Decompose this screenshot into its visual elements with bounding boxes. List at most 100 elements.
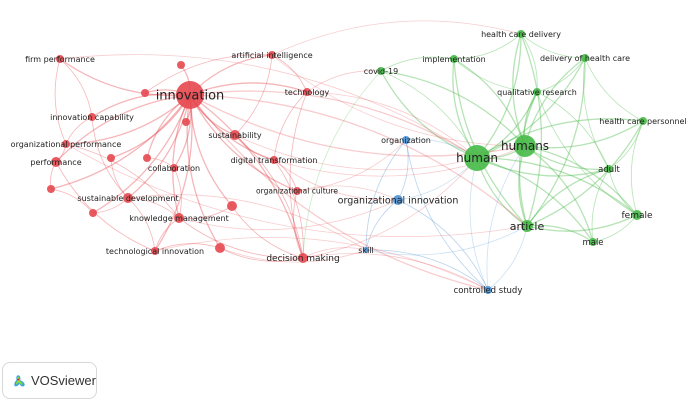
node-label[interactable]: knowledge management xyxy=(129,214,229,223)
node-label[interactable]: female xyxy=(621,211,652,221)
node-label[interactable]: qualitative research xyxy=(497,88,577,97)
node[interactable] xyxy=(176,81,204,109)
node-label[interactable]: implementation xyxy=(422,55,485,64)
node[interactable] xyxy=(393,195,403,205)
node-label[interactable]: skill xyxy=(358,246,373,255)
node[interactable] xyxy=(123,193,133,203)
node[interactable] xyxy=(88,113,96,121)
node[interactable] xyxy=(581,54,589,62)
node-label[interactable]: article xyxy=(510,220,545,233)
node[interactable] xyxy=(51,157,61,167)
edge xyxy=(234,134,304,259)
node[interactable] xyxy=(174,213,184,223)
vosviewer-logo[interactable]: VOSviewer xyxy=(2,362,97,399)
node-label[interactable]: male xyxy=(582,238,603,248)
node-label[interactable]: health care delivery xyxy=(481,30,561,39)
node[interactable] xyxy=(215,243,225,253)
node-label[interactable]: collaboration xyxy=(148,164,200,173)
edge xyxy=(55,94,191,163)
node-label[interactable]: decision making xyxy=(266,254,339,264)
node-label[interactable]: organizational performance xyxy=(11,140,122,149)
edge xyxy=(154,243,221,252)
node[interactable] xyxy=(303,88,311,96)
edge xyxy=(526,120,644,227)
edge xyxy=(65,94,191,145)
node-label[interactable]: organization xyxy=(381,136,431,145)
node[interactable] xyxy=(605,165,613,173)
node[interactable] xyxy=(298,253,308,263)
edge xyxy=(234,54,273,136)
edge xyxy=(231,205,304,259)
edge xyxy=(306,70,382,93)
node[interactable] xyxy=(533,88,541,96)
node[interactable] xyxy=(62,140,70,148)
label-layer: firm performance artificial intelligence i… xyxy=(11,30,687,296)
edge xyxy=(273,91,308,161)
node[interactable] xyxy=(143,154,151,162)
edge xyxy=(380,56,455,72)
node-label[interactable]: covid-19 xyxy=(364,67,398,76)
node[interactable] xyxy=(89,209,97,217)
node[interactable] xyxy=(521,220,533,232)
edge xyxy=(273,145,526,177)
node[interactable] xyxy=(268,51,276,59)
node[interactable] xyxy=(177,61,185,69)
edge xyxy=(59,58,93,118)
node[interactable] xyxy=(293,187,301,195)
node[interactable] xyxy=(377,67,385,75)
node[interactable] xyxy=(227,201,237,211)
node[interactable] xyxy=(639,117,647,125)
node[interactable] xyxy=(514,135,536,157)
node-label[interactable]: humans xyxy=(501,139,549,153)
node[interactable] xyxy=(270,156,278,164)
edge xyxy=(302,247,367,259)
node[interactable] xyxy=(170,164,178,172)
edge xyxy=(591,168,610,243)
edge xyxy=(524,57,586,147)
node-label[interactable]: performance xyxy=(30,158,81,167)
node-label[interactable]: innovation capability xyxy=(50,113,134,122)
node[interactable] xyxy=(363,247,369,253)
node[interactable] xyxy=(56,55,64,63)
edge xyxy=(536,57,586,93)
node-label[interactable]: sustainable development xyxy=(77,194,178,203)
node-label[interactable]: sustainability xyxy=(208,131,262,140)
node-label[interactable]: controlled study xyxy=(454,286,523,296)
node[interactable] xyxy=(450,55,458,63)
node-label[interactable]: artificial intelligence xyxy=(231,51,312,60)
edge xyxy=(65,143,528,238)
node[interactable] xyxy=(464,145,490,171)
edge xyxy=(178,199,399,231)
node[interactable] xyxy=(151,247,159,255)
node[interactable] xyxy=(230,130,240,140)
edge xyxy=(520,33,538,93)
edge xyxy=(189,94,528,227)
edge xyxy=(608,120,644,170)
edge xyxy=(55,161,156,252)
edge xyxy=(273,159,304,259)
node-label[interactable]: organizational culture xyxy=(256,187,338,196)
node[interactable] xyxy=(402,136,410,144)
edge xyxy=(380,70,478,159)
node[interactable] xyxy=(107,154,115,162)
node-label[interactable]: technology xyxy=(285,88,330,97)
node[interactable] xyxy=(47,185,55,193)
node[interactable] xyxy=(589,238,597,246)
node[interactable] xyxy=(517,30,525,38)
node-label[interactable]: human xyxy=(456,151,498,165)
node-label[interactable]: digital transformation xyxy=(231,156,318,165)
node[interactable] xyxy=(141,89,149,97)
edge xyxy=(476,33,522,159)
node-label[interactable]: adult xyxy=(598,165,620,175)
node-label[interactable]: firm performance xyxy=(25,55,95,64)
node[interactable] xyxy=(484,286,492,294)
edge xyxy=(524,120,644,149)
node-label[interactable]: organizational innovation xyxy=(338,195,459,206)
node[interactable] xyxy=(182,118,190,126)
node-label[interactable]: technological innovation xyxy=(106,247,204,256)
node[interactable] xyxy=(632,210,642,220)
node-label[interactable]: health care personnel xyxy=(599,117,686,126)
node-label[interactable]: innovation xyxy=(156,89,225,104)
node-label[interactable]: delivery of health care xyxy=(540,54,630,63)
